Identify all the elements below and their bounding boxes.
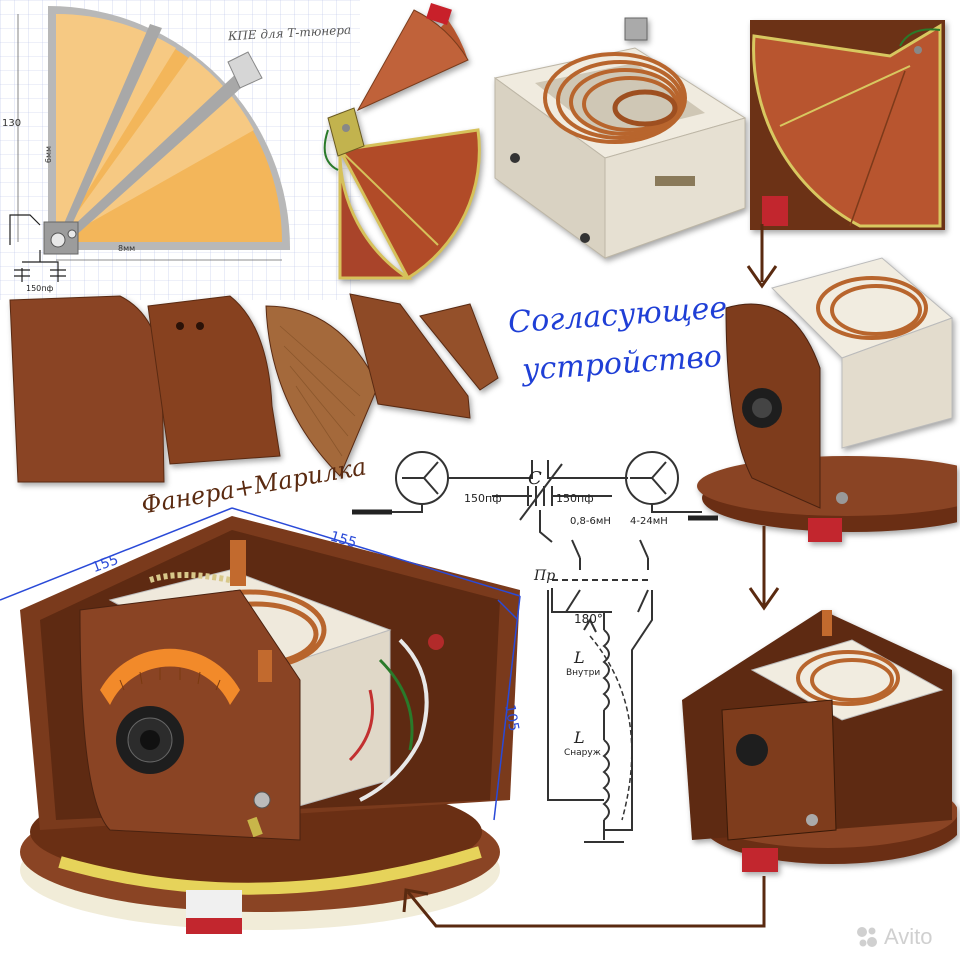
watermark: Avito (884, 924, 933, 949)
plywood-parts-svg (9, 293, 499, 483)
schematic-c-label: C (528, 468, 542, 489)
schematic-svg (352, 451, 718, 843)
schematic-l-inner-sub: Внутри (566, 668, 601, 678)
schematic-switch-label: Пр (534, 568, 556, 584)
drawing-dim-side: 6мм (44, 145, 54, 164)
schematic-angle: 180° (574, 612, 603, 626)
schematic-l-inner-range: 0,8-6мН (570, 516, 611, 527)
ceramic-coil-svg (493, 17, 747, 259)
arrow-down-2 (744, 524, 784, 614)
device-photo-1 (682, 248, 960, 548)
avito-logo-icon (854, 924, 880, 950)
main-device-photo: 155 155 105 (0, 500, 540, 945)
arrow-down-icon (748, 526, 780, 611)
drawing-dim-height: 130 (2, 118, 22, 129)
single-plate-svg (750, 20, 945, 230)
main-device-svg (0, 507, 521, 934)
capacitor-drawing: КПЕ для Т-тюнера 130 8мм 6мм 150пф (0, 0, 360, 300)
copper-plates-svg (323, 2, 481, 281)
drawing-svg (0, 0, 360, 300)
schematic-c-right: 150пф (556, 492, 594, 505)
schematic-l-outer-range: 4-24мН (630, 516, 668, 527)
schematic-l-outer-label: L (574, 728, 585, 747)
plywood-parts-photo (0, 286, 505, 491)
copper-plates-photo (318, 0, 498, 285)
single-plate-photo (740, 16, 955, 241)
arrow-left-icon (402, 876, 766, 928)
drawing-cap-label: 150пф (26, 284, 54, 293)
schematic-l-outer-sub: Снаруж (564, 748, 601, 758)
return-arrow (396, 872, 776, 942)
tuner-schematic: C 150пф 150пф 0,8-6мН 4-24мН Пр 180° L В… (352, 440, 732, 860)
device-1-svg (697, 257, 960, 542)
schematic-l-inner-label: L (574, 648, 585, 667)
schematic-c-left: 150пф (464, 492, 502, 505)
arrow-down-icon (746, 224, 778, 289)
arrow-down-1 (742, 222, 782, 292)
ceramic-coil-photo (475, 8, 755, 263)
drawing-dim-width: 8мм (118, 244, 136, 253)
device-2-svg (682, 610, 960, 872)
device-photo-2 (672, 590, 960, 880)
avito-dots-icon (857, 927, 877, 947)
